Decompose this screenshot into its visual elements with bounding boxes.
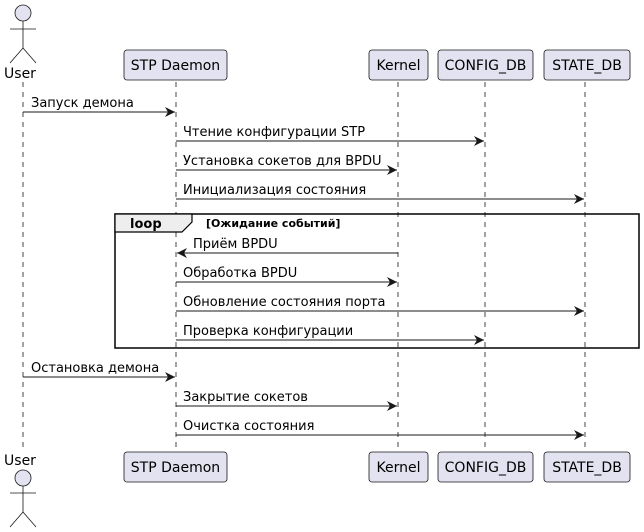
participant-label-kernel-top: Kernel	[377, 58, 421, 74]
participant-state-db-bottom: STATE_DB	[543, 451, 631, 483]
message: Запуск демона	[23, 96, 175, 117]
message-label: Остановка демона	[31, 361, 159, 376]
participant-config-db-top: CONFIG_DB	[437, 49, 534, 81]
message-label: Закрытие сокетов	[183, 390, 308, 405]
loop-condition: [Ожидание событий]	[206, 217, 340, 230]
loop-fragment: loop [Ожидание событий]	[114, 213, 640, 349]
message-label: Приём BPDU	[193, 237, 278, 252]
participant-stp-daemon-bottom: STP Daemon	[123, 451, 228, 483]
actor-stick-figure-icon	[9, 469, 37, 528]
participant-label-config-db-bottom: CONFIG_DB	[445, 460, 527, 476]
message-label: Обработка BPDU	[183, 266, 297, 281]
participant-label-user-top: User	[4, 66, 36, 82]
actor-user-bottom: User	[4, 453, 37, 528]
message: Остановка демона	[23, 361, 175, 382]
participant-label-state-db-bottom: STATE_DB	[552, 460, 622, 476]
message-label: Обновление состояния порта	[183, 295, 386, 310]
participant-label-state-db-top: STATE_DB	[552, 58, 622, 74]
message-label: Чтение конфигурации STP	[183, 125, 365, 140]
participant-kernel-top: Kernel	[368, 49, 429, 81]
participant-label-stp-daemon-bottom: STP Daemon	[131, 460, 220, 476]
loop-header-tab	[114, 213, 193, 233]
participant-label-kernel-bottom: Kernel	[377, 460, 421, 476]
participant-label-config-db-top: CONFIG_DB	[445, 58, 527, 74]
message: Закрытие сокетов	[176, 390, 397, 411]
participant-stp-daemon-top: STP Daemon	[123, 49, 228, 81]
message: Обработка BPDU	[176, 266, 397, 287]
message: Обновление состояния порта	[176, 295, 584, 316]
message-label: Установка сокетов для BPDU	[183, 154, 381, 169]
loop-frame	[114, 213, 640, 349]
participant-config-db-bottom: CONFIG_DB	[437, 451, 534, 483]
message: Приём BPDU	[177, 237, 398, 258]
participant-state-db-top: STATE_DB	[543, 49, 631, 81]
participants-top: User STP Daemon Kernel CONFIG_DB STATE_D…	[4, 4, 631, 82]
loop-keyword: loop	[130, 217, 162, 232]
message: Установка сокетов для BPDU	[176, 154, 397, 175]
participant-label-stp-daemon-top: STP Daemon	[131, 58, 220, 74]
message: Чтение конфигурации STP	[176, 125, 484, 146]
participant-kernel-bottom: Kernel	[368, 451, 429, 483]
actor-stick-figure-icon	[9, 4, 37, 64]
messages: Запуск демона Чтение конфигурации STP Ус…	[23, 96, 584, 440]
message-label: Проверка конфигурации	[183, 324, 353, 339]
message: Очистка состояния	[176, 419, 584, 440]
message-label: Инициализация состояния	[183, 183, 366, 198]
participant-label-user-bottom: User	[4, 453, 36, 469]
message: Проверка конфигурации	[176, 324, 484, 345]
message: Инициализация состояния	[176, 183, 584, 204]
message-label: Очистка состояния	[183, 419, 314, 434]
lifelines	[22, 82, 586, 450]
participants-bottom: User STP Daemon Kernel CONFIG_DB STATE_D…	[4, 451, 631, 528]
message-label: Запуск демона	[31, 96, 134, 111]
actor-user-top: User	[4, 4, 37, 82]
